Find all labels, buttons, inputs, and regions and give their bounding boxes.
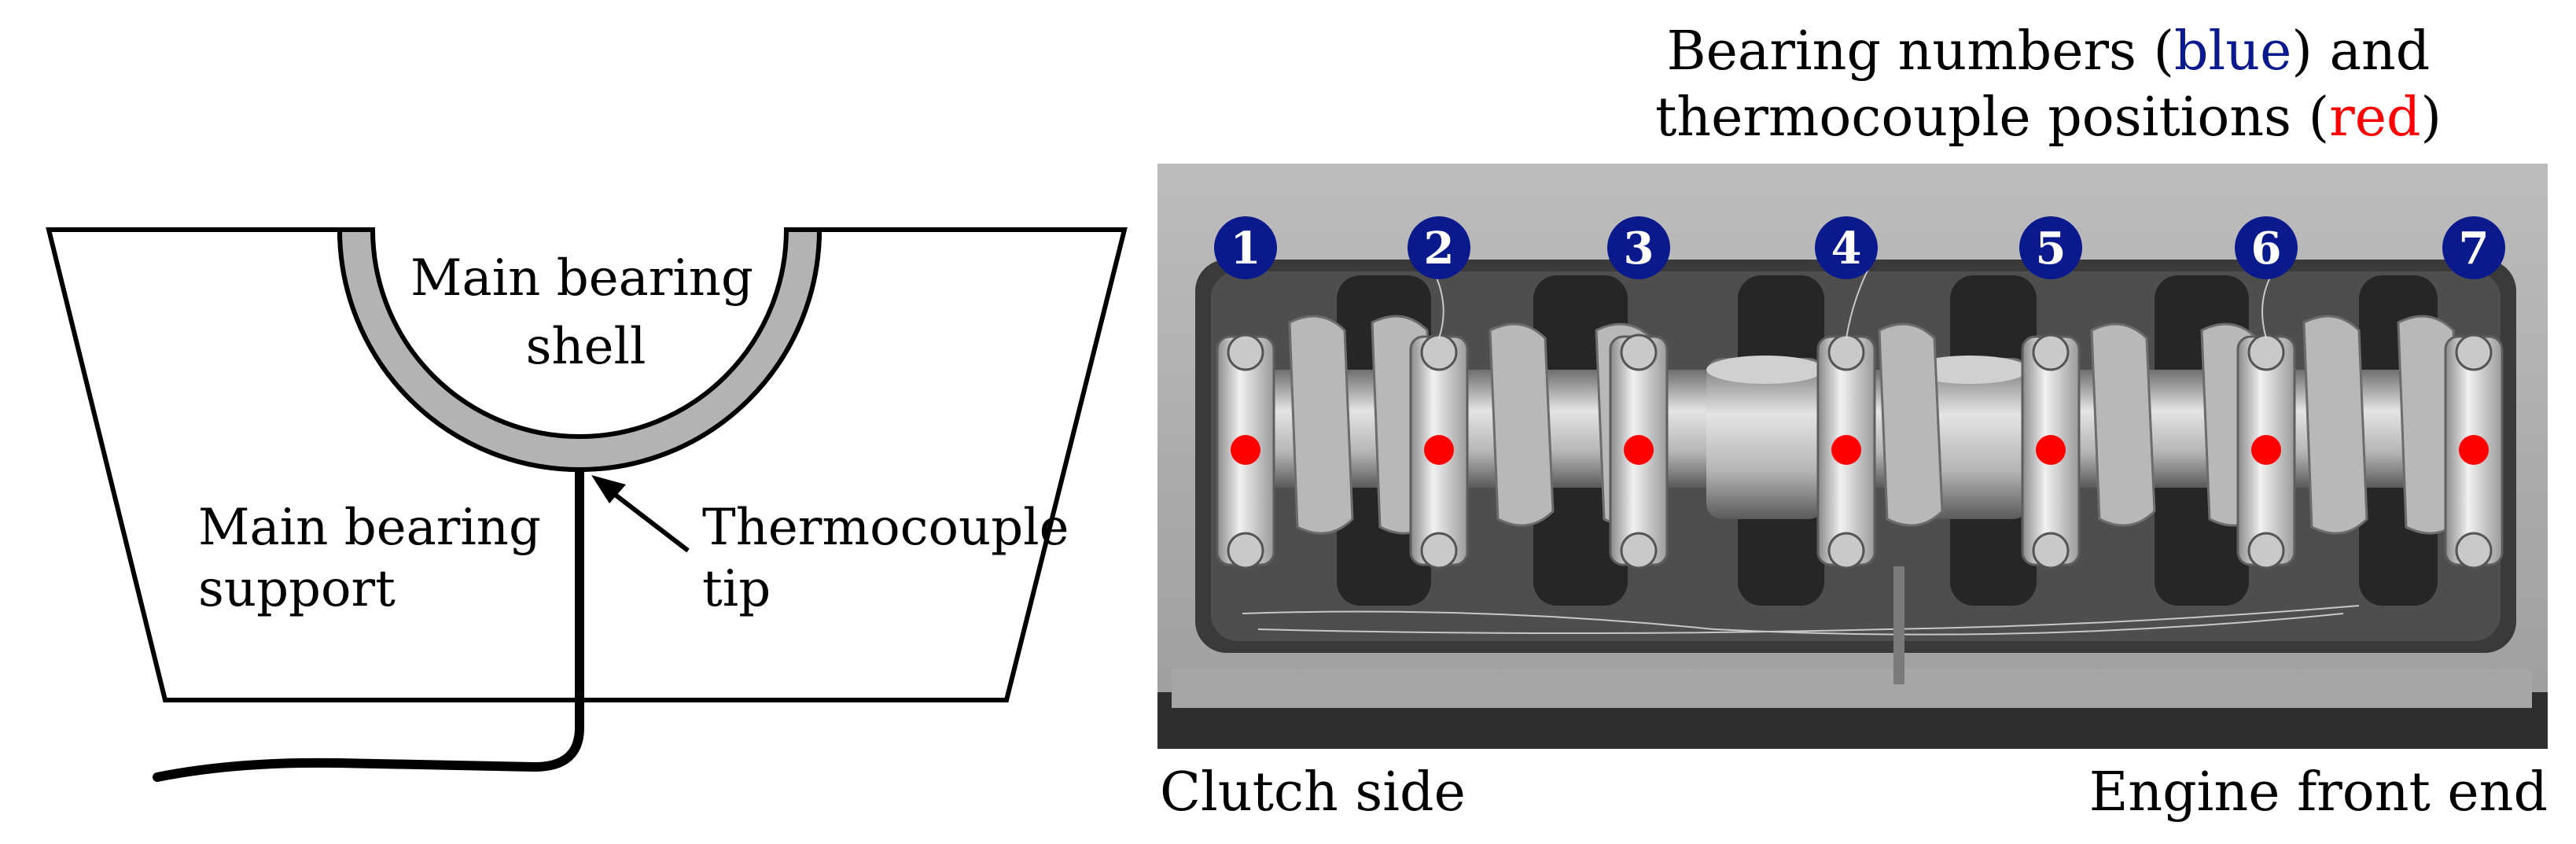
tip-arrow-icon [591,475,626,503]
title-line2: thermocouple positions (red) [1655,87,2442,149]
bearing-number-text: 2 [1424,223,1455,275]
thermocouple-position-dot [1231,435,1260,465]
thermocouple-position-dots [1231,435,2489,465]
bearing-number-circle [1607,216,1670,279]
bearing-number-badge: 4 [1815,216,1878,279]
shell-label-line2: shell [526,318,646,376]
title-line2-post: ) [2420,87,2442,149]
title-line1-post: ) and [2291,20,2430,83]
engine-front-end-label: Engine front end [2089,761,2548,824]
bearing-number-text: 3 [1624,223,1654,275]
bearing-number-badge: 2 [1408,216,1470,279]
title-line1-pre: Bearing numbers ( [1667,20,2174,83]
shell-label-line1: Main bearing [410,249,753,308]
bearing-number-text: 6 [2251,223,2282,275]
title-line2-pre: thermocouple positions ( [1655,87,2329,149]
tip-label-line2: tip [702,560,771,618]
bearing-number-circle [2235,216,2298,279]
support-label-line2: support [198,560,396,618]
bearing-number-badge: 1 [1214,216,1277,279]
thermocouple-position-dot [2036,435,2066,465]
title-line1: Bearing numbers (blue) and [1667,20,2431,83]
tip-arrow-shaft [602,484,690,553]
thermocouple-position-dot [1624,435,1654,465]
tip-label-line1: Thermocouple [702,499,1069,557]
thermocouple-position-dot [2251,435,2281,465]
thermocouple-wire [153,467,584,782]
title-line2-red: red [2329,87,2420,149]
thermocouple-position-dot [2459,435,2489,465]
bearing-number-badge: 5 [2019,216,2082,279]
bearing-number-text: 7 [2459,223,2490,275]
bearing-number-text: 5 [2036,223,2066,275]
bearing-number-circle [1408,216,1470,279]
bearing-number-badge: 6 [2235,216,2298,279]
clutch-side-label: Clutch side [1160,761,1466,824]
bearing-number-circle [1214,216,1277,279]
title-line1-blue: blue [2174,20,2291,83]
photo-title: Bearing numbers (blue) and thermocouple … [1655,20,2442,149]
bearing-number-circle [2019,216,2082,279]
bearing-number-badge: 3 [1607,216,1670,279]
bearing-number-circle [1815,216,1878,279]
bearing-schematic: Main bearing shell Main bearing support … [46,227,1128,782]
bearing-number-text: 1 [1231,223,1261,275]
support-label-line1: Main bearing [198,499,541,557]
thermocouple-position-dot [1424,435,1454,465]
bearing-number-text: 4 [1831,223,1862,275]
bearing-number-badges: 1 2 3 4 5 6 7 [1214,216,2505,279]
bearing-number-circle [2442,216,2505,279]
main-bearing-shell [337,227,822,472]
thermocouple-position-dot [1831,435,1861,465]
bearing-number-badge: 7 [2442,216,2505,279]
